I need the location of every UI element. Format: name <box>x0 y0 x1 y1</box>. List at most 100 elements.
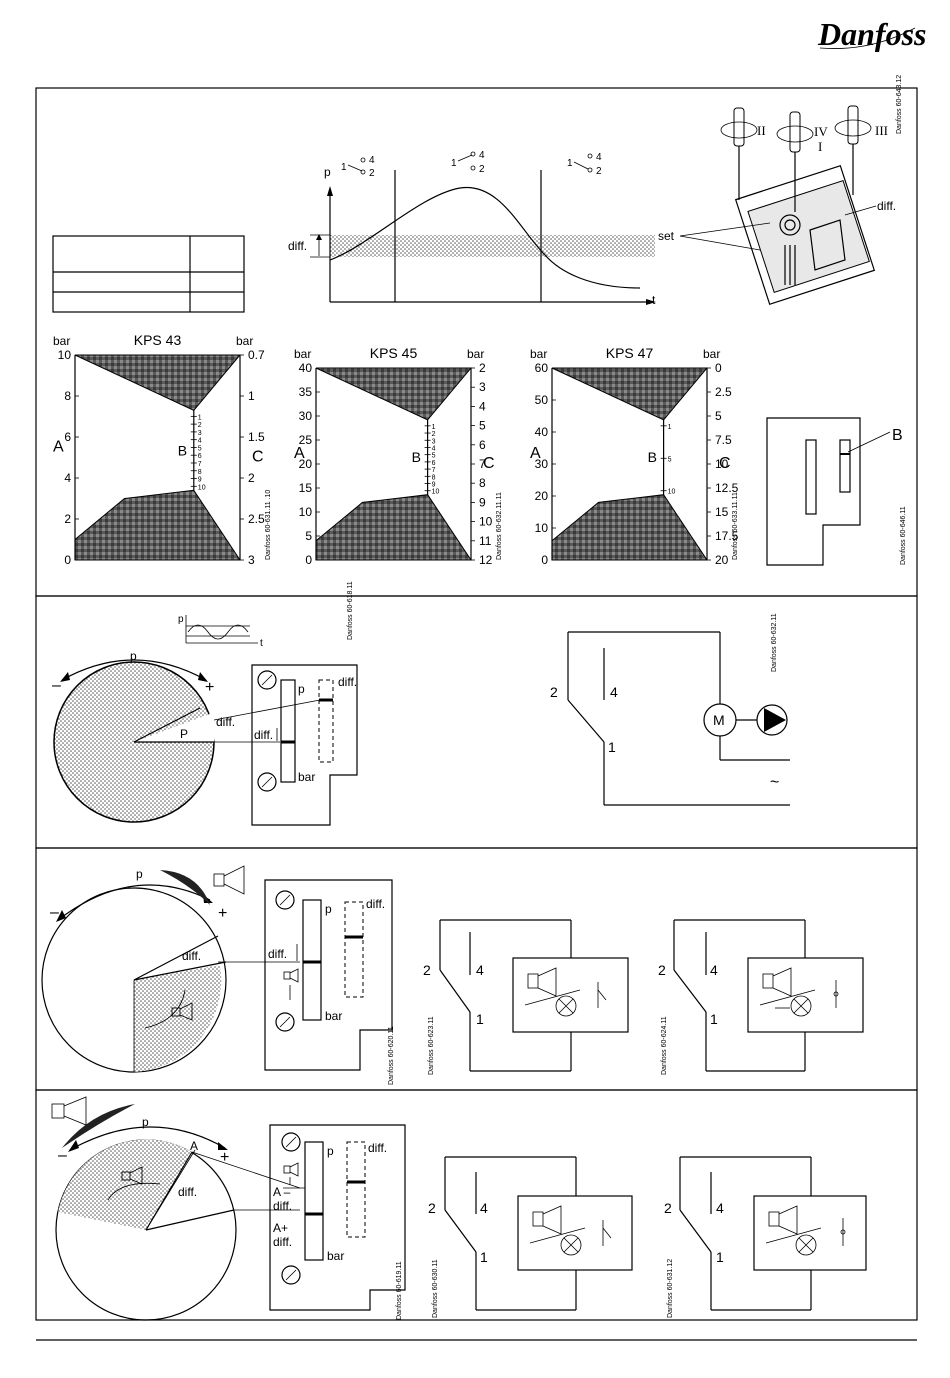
svg-text:2: 2 <box>550 684 558 700</box>
panel3-circuit-a: 2 4 1 Danfoss 60-623.11 <box>423 919 629 1075</box>
svg-text:1: 1 <box>476 1011 484 1027</box>
b-tick-label: 6 <box>432 460 436 467</box>
left-tick-label: 6 <box>64 430 71 444</box>
axis-c-label: C <box>483 455 495 472</box>
left-tick-label: 40 <box>299 361 313 375</box>
svg-text:p: p <box>142 1115 149 1129</box>
svg-text:diff.: diff. <box>366 897 385 911</box>
graph-diff-label: diff. <box>288 239 307 253</box>
svg-text:–: – <box>58 1147 67 1164</box>
svg-text:4: 4 <box>610 684 618 700</box>
svg-text:p: p <box>298 682 305 696</box>
right-tick-label: 3 <box>479 380 486 394</box>
left-tick-label: 40 <box>535 425 549 439</box>
b-tick-label: 7 <box>432 467 436 474</box>
danfoss-logo: Danfoss <box>817 16 926 52</box>
panel4-scale: p diff. A – diff. A+ diff. bar Danfoss 6… <box>269 1124 406 1320</box>
screwdriver-left-icon <box>733 107 745 147</box>
contact-symbol-3: 1 4 2 <box>567 152 602 177</box>
svg-text:p: p <box>327 1144 334 1158</box>
logo-text: Danfoss <box>817 16 926 52</box>
horn-icon-small <box>121 1171 131 1181</box>
lamp-icon <box>560 1234 582 1256</box>
svg-text:set: set <box>658 229 675 243</box>
diff-band <box>330 235 655 257</box>
svg-text:Danfoss 60-630.11: Danfoss 60-630.11 <box>432 1259 439 1318</box>
right-tick-label: 2 <box>248 471 255 485</box>
panel2-mini-graph: p t Danfoss 60-618.11 <box>178 581 354 649</box>
panel3-dial: p – + diff. <box>41 865 300 1073</box>
pump-icon <box>756 704 788 736</box>
gauge-icon <box>275 1012 295 1032</box>
b-tick-label: 2 <box>198 422 202 429</box>
svg-text:diff.: diff. <box>268 947 287 961</box>
chart-title: KPS 47 <box>606 345 654 361</box>
svg-text:1: 1 <box>716 1249 724 1265</box>
svg-text:+: + <box>220 1149 229 1166</box>
gauge-icon <box>281 1132 301 1152</box>
svg-text:p: p <box>325 902 332 916</box>
svg-text:+: + <box>205 679 214 696</box>
svg-text:1: 1 <box>341 162 347 173</box>
b-tick-label: 10 <box>198 484 206 491</box>
b-tick-label: 7 <box>198 461 202 468</box>
right-tick-label: 17.5 <box>715 529 739 543</box>
panel-frame-4 <box>35 1089 918 1321</box>
scale-b-label: B <box>892 427 903 444</box>
svg-text:2: 2 <box>369 168 375 179</box>
svg-text:diff.: diff. <box>254 728 273 742</box>
panel4-dial: p – + A diff. <box>51 1096 301 1321</box>
left-tick-label: 15 <box>299 481 313 495</box>
right-tick-label: 7.5 <box>715 433 732 447</box>
panel4-circuit-a: 2 4 1 Danfoss 60-630.11 <box>428 1156 633 1318</box>
device-illustration: II IV I III diff. set Danfoss 60-643.12 <box>658 75 903 306</box>
lamp-icon <box>555 995 577 1017</box>
svg-text:I: I <box>818 139 822 154</box>
left-tick-label: 5 <box>305 529 312 543</box>
svg-text:–: – <box>52 677 61 694</box>
unit-left: bar <box>53 334 70 348</box>
b-tick-label: 6 <box>198 453 202 460</box>
left-tick-label: 20 <box>535 489 549 503</box>
b-tick-label: 3 <box>432 438 436 445</box>
svg-text:2: 2 <box>428 1200 436 1216</box>
svg-text:IV: IV <box>814 124 828 139</box>
right-tick-label: 15 <box>715 505 729 519</box>
b-tick-label: 5 <box>668 456 672 463</box>
contact-symbol-2: 1 4 2 <box>451 150 485 175</box>
graph-y-label: p <box>324 165 331 179</box>
left-tick-label: 30 <box>535 457 549 471</box>
panel2-circuit: M ~ 2 4 1 Danfoss 60-632.11 <box>550 613 790 806</box>
left-tick-label: 50 <box>535 393 549 407</box>
svg-text:Danfoss 60-618.11: Danfoss 60-618.11 <box>347 581 354 640</box>
horn-icon <box>213 873 225 887</box>
right-tick-label: 7 <box>479 457 486 471</box>
b-tick-label: 8 <box>198 469 202 476</box>
right-tick-label: 12 <box>479 553 493 567</box>
left-tick-label: 2 <box>64 512 71 526</box>
right-tick-label: 5 <box>479 419 486 433</box>
svg-text:diff.: diff. <box>338 675 357 689</box>
svg-text:p: p <box>178 614 184 625</box>
unit-left: bar <box>530 347 547 361</box>
svg-text:P: P <box>180 727 188 741</box>
left-tick-label: 8 <box>64 389 71 403</box>
left-tick-label: 25 <box>299 433 313 447</box>
svg-text:2: 2 <box>423 962 431 978</box>
b-tick-label: 10 <box>668 489 676 496</box>
svg-text:diff.: diff. <box>273 1199 292 1213</box>
axis-b-label: B <box>648 449 657 465</box>
right-tick-label: 3 <box>248 553 255 567</box>
right-tick-label: 1 <box>248 389 255 403</box>
right-tick-label: 10 <box>715 457 729 471</box>
svg-text:–: – <box>50 904 59 921</box>
svg-text:2: 2 <box>664 1200 672 1216</box>
right-tick-label: 0.7 <box>248 348 265 362</box>
left-tick-label: 0 <box>541 553 548 567</box>
axis-c-label: C <box>719 455 731 472</box>
b-tick-label: 2 <box>432 431 436 438</box>
svg-text:4: 4 <box>480 1200 488 1216</box>
svg-text:p: p <box>130 649 137 663</box>
